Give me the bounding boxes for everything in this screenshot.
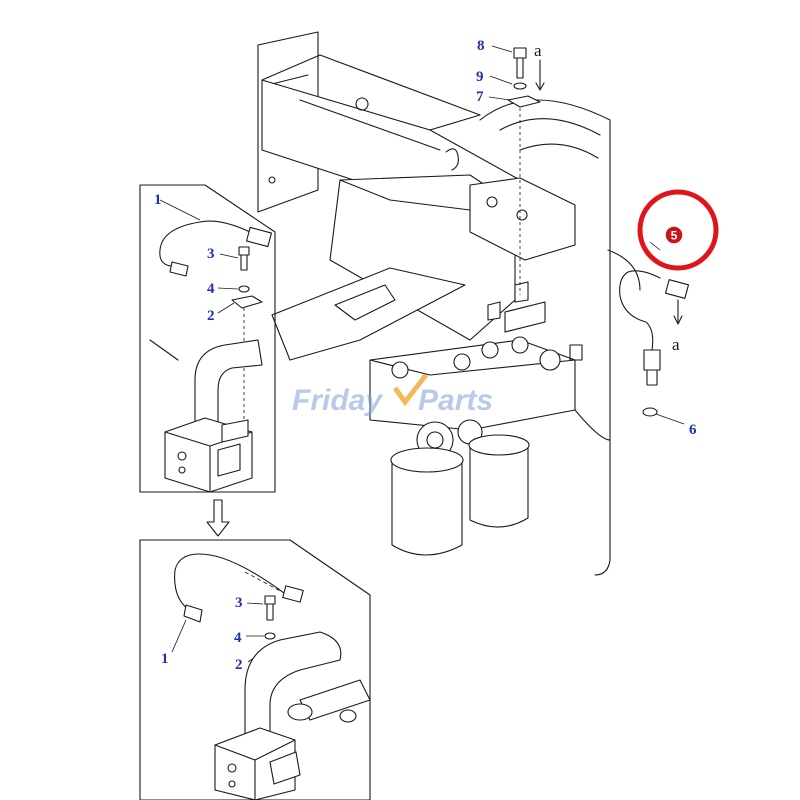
- top-bolt-group: [488, 45, 545, 295]
- callout-top-3[interactable]: 3: [207, 246, 215, 262]
- watermark-text-1: Friday: [292, 384, 383, 417]
- part-5-badge[interactable]: [664, 225, 684, 245]
- callout-bottom-4[interactable]: 4: [234, 630, 242, 646]
- reference-letter-a-right: a: [672, 335, 680, 354]
- callout-9[interactable]: 9: [476, 69, 484, 85]
- callout-top-4[interactable]: 4: [207, 281, 215, 297]
- callout-6[interactable]: 6: [689, 422, 697, 438]
- callout-7[interactable]: 7: [476, 89, 484, 105]
- frame-structure: [257, 31, 641, 576]
- callout-bottom-3[interactable]: 3: [235, 595, 243, 611]
- upper-detail-box: [139, 184, 276, 493]
- transition-arrow: [206, 499, 230, 537]
- watermark-check-mark: [392, 373, 428, 407]
- callout-top-1[interactable]: 1: [154, 192, 162, 208]
- callout-bottom-2[interactable]: 2: [235, 657, 243, 673]
- highlight-ring: [637, 189, 719, 271]
- watermark-text-2: Parts: [418, 384, 493, 417]
- filter-assembly: [369, 281, 611, 556]
- lower-detail-box: [139, 539, 371, 800]
- watermark-logo: Friday Parts: [292, 373, 493, 417]
- callout-bottom-1[interactable]: 1: [161, 651, 169, 667]
- callout-top-2[interactable]: 2: [207, 308, 215, 324]
- reference-letter-a-top: a: [534, 41, 542, 60]
- callout-5: 5: [671, 229, 678, 243]
- sensor-part-5: [619, 241, 690, 425]
- callout-8[interactable]: 8: [477, 38, 485, 54]
